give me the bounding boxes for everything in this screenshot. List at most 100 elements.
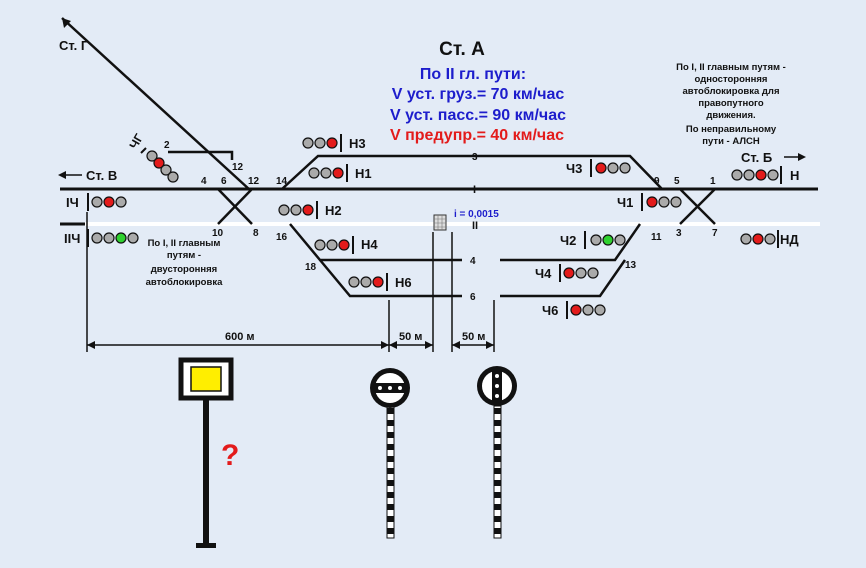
signal-lens-icon	[302, 137, 314, 149]
signal-lens-icon	[348, 276, 360, 288]
warning-disc-sign-1	[370, 368, 410, 539]
signal-lens-icon	[575, 267, 587, 279]
signal-lens-icon	[167, 171, 179, 183]
signal-n6: Н6	[348, 273, 412, 291]
signal-lens-icon	[302, 204, 314, 216]
signal-lens-icon	[115, 196, 127, 208]
distance-label: 50 м	[462, 331, 485, 343]
signal-label: Ч2	[560, 233, 576, 248]
signal-lens-icon	[670, 196, 682, 208]
signal-nd: НД	[740, 230, 799, 248]
signal-ch3: Ч3	[566, 159, 631, 177]
track-3-label: 3	[472, 152, 478, 163]
station-v-label: Ст. В	[86, 168, 117, 183]
arrow-icon	[62, 18, 71, 28]
signal-ich: IЧ	[66, 193, 127, 211]
branch-track-g	[61, 17, 251, 191]
signal-lens-icon	[360, 276, 372, 288]
track-6-left	[319, 259, 462, 298]
switch-number: 11	[651, 232, 662, 243]
station-title: Ст. А	[439, 39, 485, 60]
switch-number: 10	[212, 228, 224, 239]
note-line: По неправильному	[686, 124, 777, 135]
signal-label: Н1	[355, 166, 372, 181]
track-2-label: II	[472, 220, 478, 232]
distance-label: 50 м	[399, 331, 422, 343]
switch-number: 12	[248, 176, 260, 187]
signal-lens-icon	[332, 167, 344, 179]
signal-lens-icon	[743, 169, 755, 181]
signal-n4: Н4	[314, 236, 378, 254]
signal-lens-icon	[740, 233, 752, 245]
disc-dot-icon	[495, 374, 499, 378]
signal-label: Ч1	[617, 195, 633, 210]
signal-label: Н	[790, 168, 799, 183]
signal-lens-icon	[290, 204, 302, 216]
signal-lens-icon	[614, 234, 626, 246]
signal-label: Н2	[325, 203, 342, 218]
warning-disc-sign-2	[477, 366, 517, 539]
striped-post	[386, 405, 395, 539]
switch-number: 1	[710, 176, 716, 187]
switch-number: 4	[201, 176, 207, 187]
signal-lens-icon	[372, 276, 384, 288]
signal-lens-icon	[146, 150, 158, 162]
signal-label: Ч3	[566, 161, 582, 176]
track-4-label: 4	[470, 256, 476, 267]
signal-label: Н6	[395, 275, 412, 290]
signal-lens-icon	[91, 232, 103, 244]
signal-lens-icon	[115, 232, 127, 244]
note-line: автоблокировка	[146, 277, 223, 288]
station-b-label: Ст. Б	[741, 150, 772, 165]
striped-post	[493, 405, 502, 539]
right-note: По I, II главным путям - односторонняя а…	[676, 62, 786, 147]
signal-lens-icon	[91, 196, 103, 208]
question-mark: ?	[221, 439, 239, 472]
signal-lens-icon	[731, 169, 743, 181]
note-line: автоблокировка для	[683, 86, 780, 97]
station-g-label: Ст. Г	[59, 38, 89, 53]
signal-n2: Н2	[278, 201, 342, 219]
signal-lens-icon	[326, 137, 338, 149]
signal-n1: Н1	[308, 164, 372, 182]
signal-ch6: Ч6	[542, 301, 606, 319]
signal-lens-icon	[646, 196, 658, 208]
signal-lens-icon	[764, 233, 776, 245]
grid-pattern	[434, 215, 446, 230]
note-line: пути - АЛСН	[702, 136, 760, 147]
track-6-right	[500, 259, 627, 298]
distance-label: 600 м	[225, 331, 255, 343]
signal-lens-icon	[590, 234, 602, 246]
signal-iich: IIЧ	[64, 229, 139, 247]
signal-label: ЧГ	[126, 131, 146, 151]
signal-lens-icon	[602, 234, 614, 246]
left-note: По I, II главным путям - двусторонняя ав…	[146, 238, 223, 288]
signal-lens-icon	[278, 204, 290, 216]
note-line: правопутного	[698, 98, 764, 109]
signal-lens-icon	[619, 162, 631, 174]
freight-speed: V уст. груз.= 70 км/час	[392, 86, 565, 103]
signal-lens-icon	[563, 267, 575, 279]
switch-number: 3	[676, 228, 682, 239]
warning-speed: V предупр.= 40 км/час	[390, 127, 564, 144]
signal-lens-icon	[755, 169, 767, 181]
signal-lens-icon	[582, 304, 594, 316]
switch-number: 6	[221, 176, 227, 187]
signal-lens-icon	[308, 167, 320, 179]
dimension-lines: 600 м 50 м 50 м	[86, 212, 495, 352]
signal-n3: Н3	[302, 134, 366, 152]
safety-dead-end	[168, 150, 234, 160]
signal-label: Ч6	[542, 303, 558, 318]
disc-dot-icon	[398, 386, 402, 390]
signal-lens-icon	[153, 157, 165, 169]
signal-lens-icon	[314, 137, 326, 149]
switch-number: 7	[712, 228, 718, 239]
disc-dot-icon	[388, 386, 392, 390]
signal-chg: ЧГ	[126, 131, 179, 183]
switch-number: 12	[232, 162, 244, 173]
signal-label: IIЧ	[64, 231, 80, 246]
signal-lens-icon	[767, 169, 779, 181]
track-1-label: I	[473, 184, 476, 196]
signal-lens-icon	[338, 239, 350, 251]
